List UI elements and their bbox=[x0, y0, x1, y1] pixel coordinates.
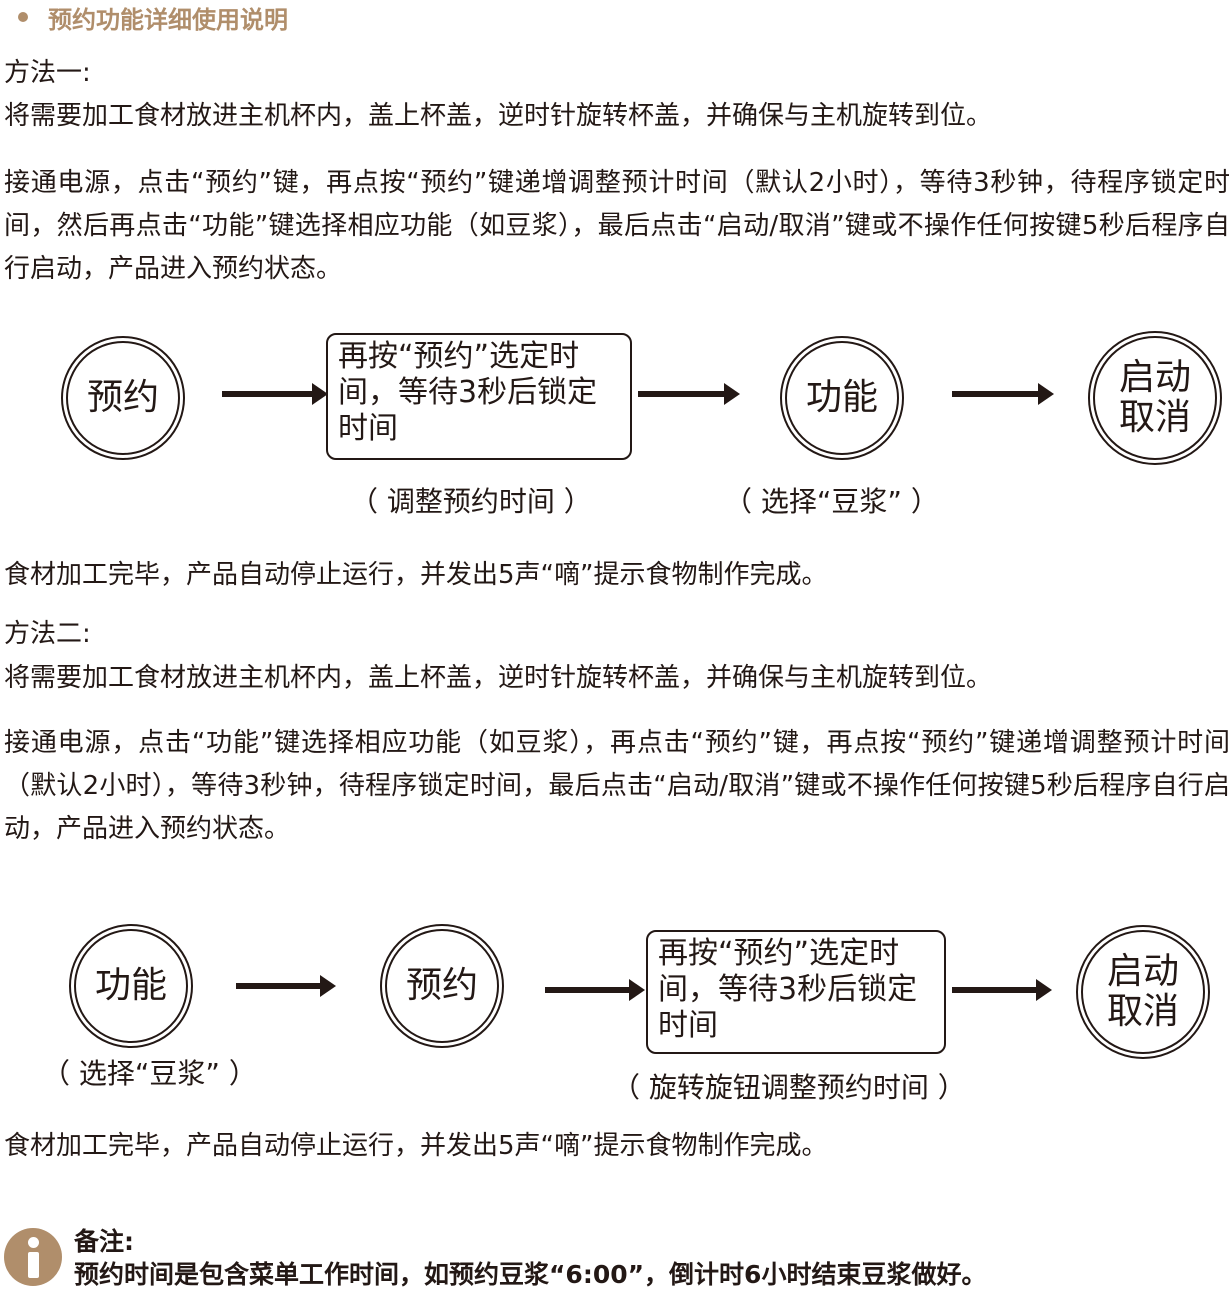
flow2-confirm-box: 再按“预约”选定时间，等待3秒后锁定时间 bbox=[646, 930, 946, 1054]
flow2-start-circle: 启动取消 bbox=[1076, 925, 1210, 1059]
info-icon bbox=[4, 1228, 62, 1286]
flow1-start-circle: 启动取消 bbox=[1088, 331, 1222, 465]
method2-title: 方法二: bbox=[4, 619, 91, 649]
flow1-arrow-1 bbox=[222, 383, 328, 405]
flow1-reserve-circle: 预约 bbox=[61, 336, 185, 460]
flow1-caption-adjust: （ 调整预约时间 ） bbox=[350, 485, 592, 518]
flow2-arrow-1 bbox=[236, 975, 336, 997]
flow1-function-label: 功能 bbox=[805, 377, 878, 418]
flow1-start-label: 启动取消 bbox=[1118, 357, 1191, 438]
flow2-arrow-2 bbox=[545, 979, 645, 1001]
method1-step2: 接通电源，点击“预约”键，再点按“预约”键递增调整预计时间（默认2小时），等待3… bbox=[4, 168, 1230, 284]
method2-step2: 接通电源，点击“功能”键选择相应功能（如豆浆），再点击“预约”键，再点按“预约”… bbox=[4, 728, 1230, 844]
flow2-caption-knob: （ 旋转旋钮调整预约时间 ） bbox=[612, 1071, 966, 1104]
flow2-reserve-label: 预约 bbox=[405, 965, 478, 1006]
section-heading: 预约功能详细使用说明 bbox=[18, 0, 288, 34]
flow1-caption-soymilk: （ 选择“豆浆” ） bbox=[724, 485, 939, 518]
method2-finish: 食材加工完毕，产品自动停止运行，并发出5声“嘀”提示食物制作完成。 bbox=[4, 1131, 828, 1161]
flow1-arrow-3 bbox=[952, 383, 1054, 405]
note-title: 备注: bbox=[74, 1227, 134, 1256]
flow2-caption-soymilk: （ 选择“豆浆” ） bbox=[42, 1057, 257, 1090]
method1-title: 方法一: bbox=[4, 58, 91, 88]
section-heading-text: 预约功能详细使用说明 bbox=[48, 5, 288, 34]
flow2-function-circle: 功能 bbox=[69, 924, 193, 1048]
method2-step1: 将需要加工食材放进主机杯内，盖上杯盖，逆时针旋转杯盖，并确保与主机旋转到位。 bbox=[4, 663, 993, 693]
note-text: 预约时间是包含菜单工作时间，如预约豆浆“6:00”，倒计时6小时结束豆浆做好。 bbox=[74, 1260, 987, 1289]
flow1-function-circle: 功能 bbox=[780, 336, 904, 460]
flow1-reserve-label: 预约 bbox=[86, 377, 159, 418]
method1-finish: 食材加工完毕，产品自动停止运行，并发出5声“嘀”提示食物制作完成。 bbox=[4, 560, 828, 590]
flow2-function-label: 功能 bbox=[94, 965, 167, 1006]
bullet-icon bbox=[18, 12, 28, 22]
flow2-reserve-circle: 预约 bbox=[380, 924, 504, 1048]
flow2-arrow-3 bbox=[952, 979, 1052, 1001]
method1-step1: 将需要加工食材放进主机杯内，盖上杯盖，逆时针旋转杯盖，并确保与主机旋转到位。 bbox=[4, 101, 993, 131]
flow1-confirm-box: 再按“预约”选定时间，等待3秒后锁定时间 bbox=[326, 333, 632, 460]
flow2-start-label: 启动取消 bbox=[1106, 951, 1179, 1032]
flow1-arrow-2 bbox=[638, 383, 740, 405]
